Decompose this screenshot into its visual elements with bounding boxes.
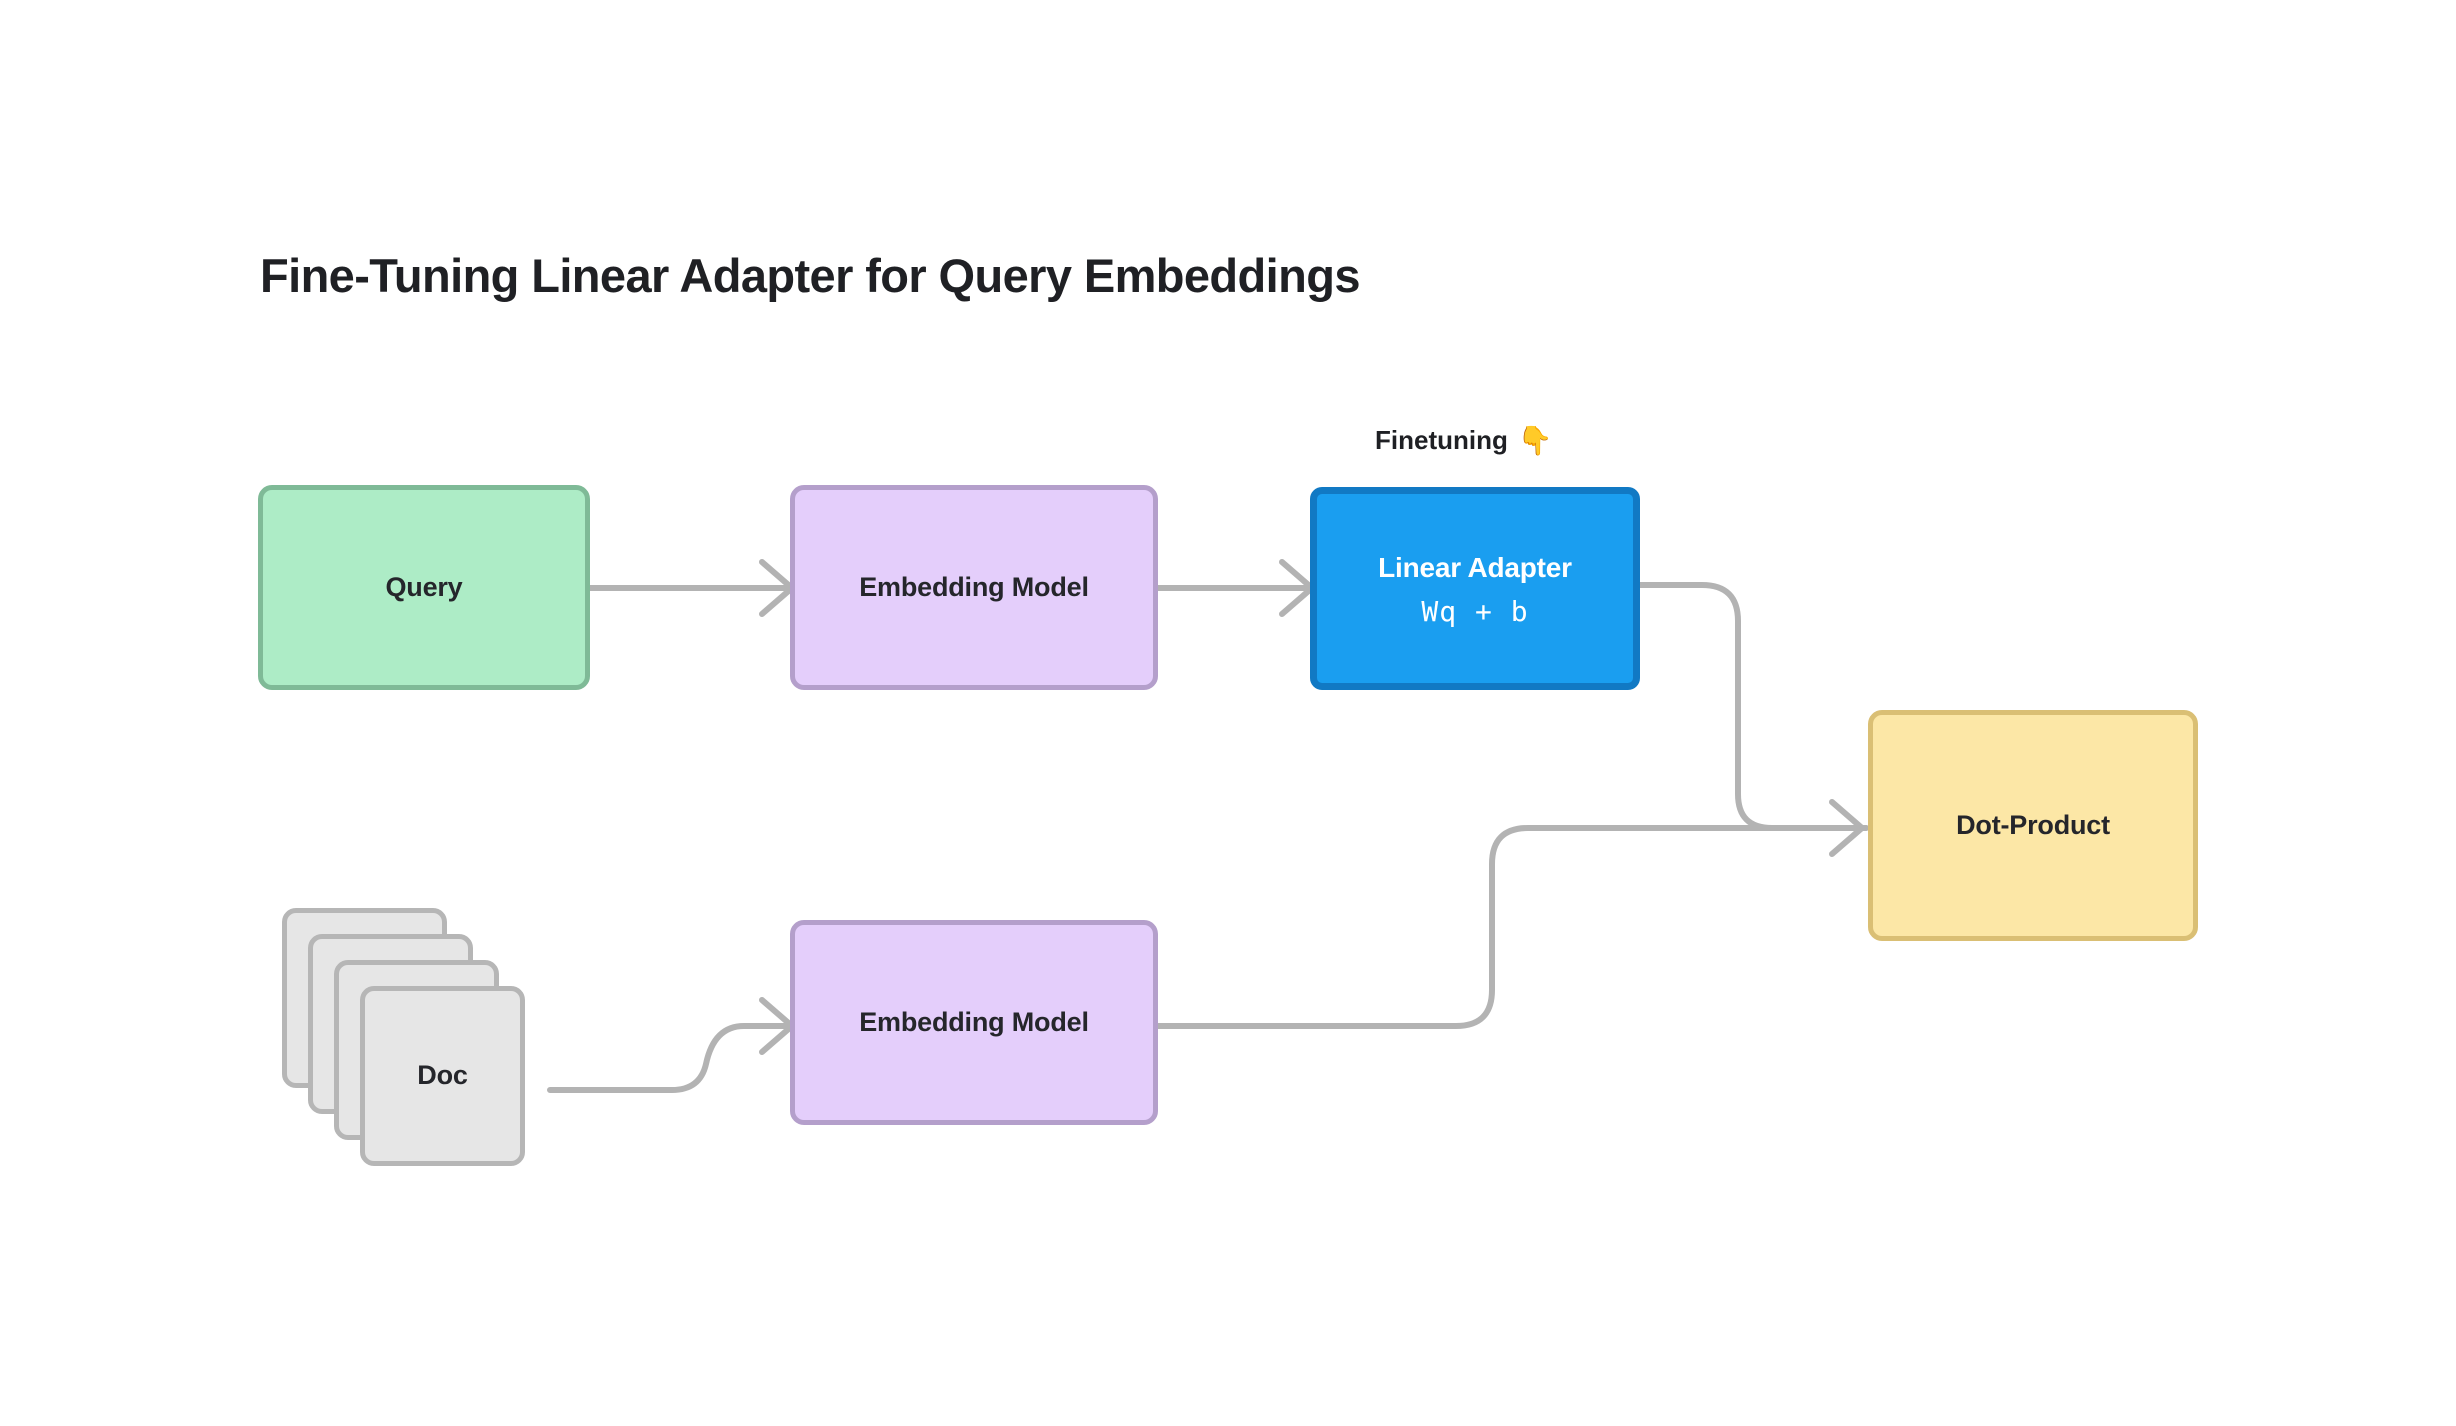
node-doc-label: Doc	[417, 1060, 468, 1091]
node-query-label: Query	[385, 571, 463, 602]
node-embedding-model-query-label: Embedding Model	[859, 571, 1089, 602]
arrowhead-embedding-to-adapter	[1279, 559, 1315, 617]
arrowhead-into-dotproduct	[1829, 799, 1865, 857]
edge-doc-to-embedding	[547, 1023, 800, 1093]
node-embedding-model-query[interactable]: Embedding Model	[790, 485, 1158, 690]
node-linear-adapter-formula: Wq + b	[1421, 594, 1529, 628]
page-title: Fine-Tuning Linear Adapter for Query Emb…	[260, 249, 1360, 302]
node-query[interactable]: Query	[258, 485, 590, 690]
finetuning-annotation-label: Finetuning	[1375, 425, 1508, 455]
arrowhead-doc-to-embedding	[759, 997, 795, 1055]
edge-adapter-to-dotproduct	[1637, 582, 1869, 831]
finetuning-annotation: Finetuning 👇	[1375, 425, 1553, 456]
node-linear-adapter-label: Linear Adapter	[1378, 551, 1572, 583]
arrowhead-query-to-embedding	[759, 559, 795, 617]
doc-card-front[interactable]: Doc	[360, 986, 525, 1166]
node-dot-product-label: Dot-Product	[1956, 809, 2110, 840]
edge-embedding-doc-to-dotproduct	[1155, 825, 1869, 1029]
node-embedding-model-doc-label: Embedding Model	[859, 1006, 1089, 1037]
backhand-index-pointing-down-icon: 👇	[1517, 424, 1553, 456]
node-embedding-model-doc[interactable]: Embedding Model	[790, 920, 1158, 1125]
node-dot-product[interactable]: Dot-Product	[1868, 710, 2198, 941]
node-doc-stack[interactable]: Doc	[282, 908, 552, 1188]
node-linear-adapter[interactable]: Linear Adapter Wq + b	[1310, 487, 1640, 690]
